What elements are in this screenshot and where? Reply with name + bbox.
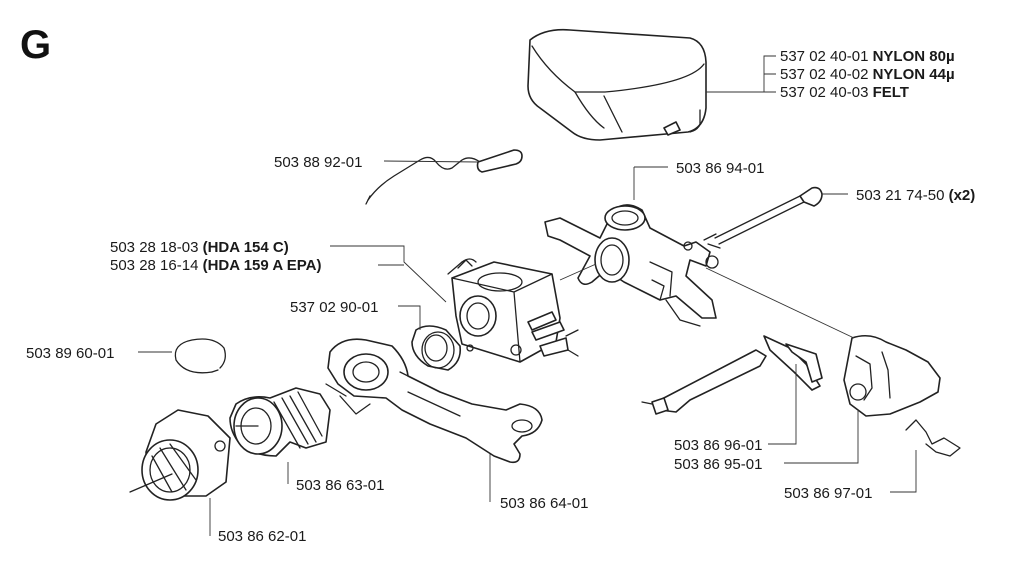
seal-ring xyxy=(411,325,462,371)
label-arm: 503 86 64-01 xyxy=(500,495,588,512)
label-flange: 503 86 62-01 xyxy=(218,528,306,545)
intake-flange xyxy=(129,409,231,501)
lever-cover xyxy=(843,334,961,457)
label-ring: 537 02 90-01 xyxy=(290,299,378,316)
circlip xyxy=(174,338,226,374)
intake-boot xyxy=(229,387,331,457)
throttle-levers xyxy=(641,335,823,415)
label-lever-96: 503 86 96-01 xyxy=(674,437,762,454)
air-filter xyxy=(527,28,707,141)
label-carburetor-159: 503 28 16-14 (HDA 159 A EPA) xyxy=(110,257,322,274)
label-cover: 503 86 97-01 xyxy=(784,485,872,502)
label-filter-felt: 537 02 40-03 FELT xyxy=(780,84,909,101)
label-filter-nylon-44: 537 02 40-02 NYLON 44µ xyxy=(780,66,955,83)
section-letter: G xyxy=(20,23,51,67)
bolt xyxy=(703,186,823,249)
label-lever-95: 503 86 95-01 xyxy=(674,456,762,473)
intake-arm xyxy=(325,338,543,464)
carburetor xyxy=(447,258,579,363)
label-boot: 503 86 63-01 xyxy=(296,477,384,494)
label-filter-nylon-80: 537 02 40-01 NYLON 80µ xyxy=(780,48,955,65)
label-circlip: 503 89 60-01 xyxy=(26,345,114,362)
choke-rod xyxy=(365,149,523,205)
label-bolt: 503 21 74-50 (x2) xyxy=(856,187,975,204)
part-labels: 537 02 40-01 NYLON 80µ 537 02 40-02 NYLO… xyxy=(26,48,975,545)
label-carburetor-154: 503 28 18-03 (HDA 154 C) xyxy=(110,239,289,256)
leader-lines xyxy=(138,55,917,536)
intake-bracket xyxy=(544,204,719,327)
label-rod: 503 88 92-01 xyxy=(274,154,362,171)
label-bracket: 503 86 94-01 xyxy=(676,160,764,177)
